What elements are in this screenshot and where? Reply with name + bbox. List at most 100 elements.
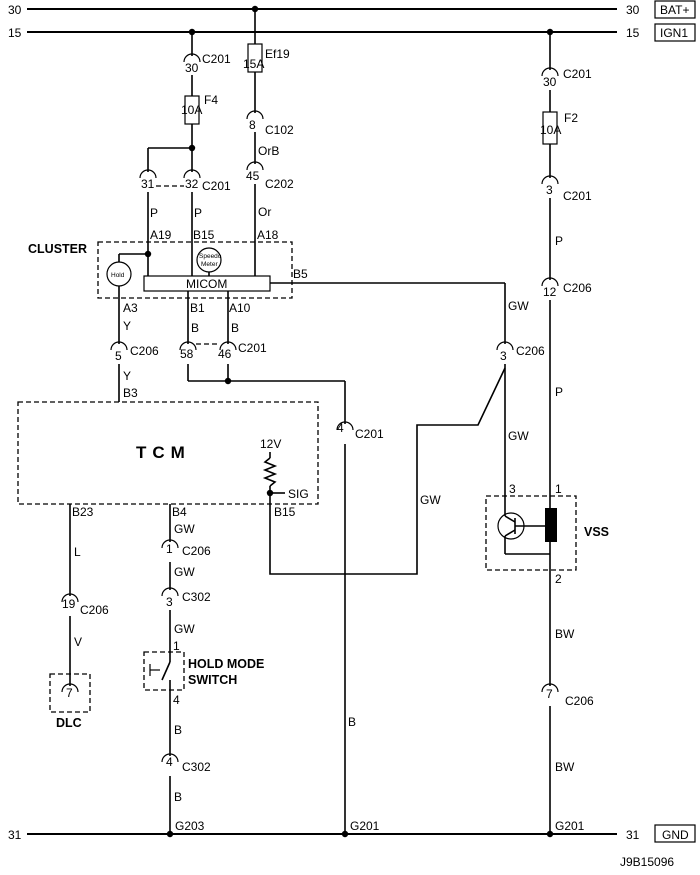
tcm-12v-label: 12V <box>260 437 281 451</box>
vss-sensor: VSS 3 1 2 <box>485 482 609 586</box>
rail-30-right-label: 30 <box>626 3 640 17</box>
wire-gw-b5: GW <box>508 299 529 313</box>
wire-gw-sig: GW <box>420 493 441 507</box>
pin-31-c201: 31 <box>141 177 155 191</box>
wire-p-right-lower: P <box>555 385 563 399</box>
fuse-f4-name: F4 <box>204 93 218 107</box>
wire-p-31: P <box>150 206 158 220</box>
cluster-b-wires: B B 58 46 C201 4 C201 B <box>179 291 384 834</box>
c206-label-bw: C206 <box>565 694 594 708</box>
ground-g203: G203 <box>175 819 205 833</box>
c201-label-cluster: C201 <box>202 179 231 193</box>
wire-y-upper: Y <box>123 319 131 333</box>
pin-4-c201: 4 <box>337 421 344 435</box>
b5-gw-wire: GW <box>270 282 529 344</box>
tcm-pin-b3: B3 <box>123 386 138 400</box>
tcm-module: TCM 12V SIG B23 B4 B15 <box>17 401 319 519</box>
wire-gw-vss: GW <box>508 429 529 443</box>
pin-45-c202: 45 <box>246 169 260 183</box>
gnd-label: GND <box>662 828 689 842</box>
hold-switch-icon <box>161 661 171 681</box>
ign1-label: IGN1 <box>660 26 688 40</box>
vss-pin-3: 3 <box>509 482 516 496</box>
wire-bw-upper: BW <box>555 627 575 641</box>
c206-label-dlc: C206 <box>80 603 109 617</box>
cluster-pin-a3: A3 <box>123 301 138 315</box>
pin-12-c206: 12 <box>543 285 557 299</box>
tcm-pin-b15: B15 <box>274 505 296 519</box>
dlc-branch: L 19 C206 V 7 DLC <box>49 504 109 730</box>
rail-31-left-label: 31 <box>8 828 22 842</box>
fuse-ef19-rating: 15A <box>243 57 264 71</box>
instrument-cluster: CLUSTER A19 B15 A18 B5 MICOM Hold Speedo… <box>28 228 308 315</box>
wire-bw-lower: BW <box>555 760 575 774</box>
c206-label-hold: C206 <box>182 544 211 558</box>
pin-58-c201: 58 <box>180 347 194 361</box>
hold-lamp-label: Hold <box>111 272 125 279</box>
pin-1-c206: 1 <box>166 542 173 556</box>
rail-30: 30 30 BAT+ <box>8 0 696 19</box>
pin-7-c206-right: 7 <box>546 687 553 701</box>
vss-coil-icon <box>545 508 557 542</box>
ef19-branch: Ef19 15A 8 C102 OrB 45 C202 Or <box>243 9 294 276</box>
f2-branch: 30 C201 F2 10A 3 C201 P 12 C206 P BW 7 C… <box>540 32 594 834</box>
pin-30-c201-right: 30 <box>543 75 557 89</box>
ground-g201-center: G201 <box>350 819 380 833</box>
figure-id: J9B15096 <box>620 855 674 869</box>
pin-3-c206: 3 <box>500 349 507 363</box>
speedo-label-2: Meter <box>201 261 218 268</box>
fuse-f2-rating: 10A <box>540 123 561 137</box>
wire-b-g203: B <box>174 790 182 804</box>
f4-branch: 30 C201 F4 10A 31 32 C201 P P <box>139 32 231 276</box>
wire-p-32: P <box>194 206 202 220</box>
speedometer-gauge <box>196 247 222 273</box>
wire-y-lower: Y <box>123 369 131 383</box>
c206-pin3-vss: 3 C206 GW <box>496 341 545 500</box>
pin-19-c206: 19 <box>62 597 76 611</box>
c201-label-right-top: C201 <box>563 67 592 81</box>
rail-15: 15 15 IGN1 <box>8 23 696 42</box>
cluster-pin-a18: A18 <box>257 228 279 242</box>
cluster-pin-a10: A10 <box>229 301 251 315</box>
c206-label-gw: C206 <box>516 344 545 358</box>
cluster-pin-b5: B5 <box>293 267 308 281</box>
c302-label-bottom: C302 <box>182 760 211 774</box>
hold-mode-switch-label-1: HOLD MODE <box>188 657 264 671</box>
speedo-label-1: Speedo <box>199 253 222 260</box>
c201-label-top: C201 <box>202 52 231 66</box>
fuse-f4-rating: 10A <box>181 103 202 117</box>
pin-30-c201: 30 <box>185 61 199 75</box>
pin-4-c302: 4 <box>166 755 173 769</box>
hold-switch-branch: GW 1 C206 GW 3 C302 GW 1 4 HOLD MODE SWI… <box>143 504 264 834</box>
c201-label-right: C201 <box>563 189 592 203</box>
wire-gw-b4: GW <box>174 522 195 536</box>
rail-30-left-label: 30 <box>8 3 22 17</box>
pin-5-c206: 5 <box>115 349 122 363</box>
cluster-title: CLUSTER <box>28 242 87 256</box>
fuse-ef19-name: Ef19 <box>265 47 290 61</box>
pin-8-c102: 8 <box>249 118 256 132</box>
tcm-sig-label: SIG <box>288 487 309 501</box>
wire-v: V <box>74 635 82 649</box>
c102-label: C102 <box>265 123 294 137</box>
fuse-f2-name: F2 <box>564 111 578 125</box>
rail-15-left-label: 15 <box>8 26 22 40</box>
cluster-pin-a19: A19 <box>150 228 172 242</box>
pin-3-c302: 3 <box>166 595 173 609</box>
wire-or: Or <box>258 205 271 219</box>
wire-b-center: B <box>348 715 356 729</box>
vss-pin-2: 2 <box>555 572 562 586</box>
vss-label: VSS <box>584 525 609 539</box>
rail-31: 31 31 GND G203 G201 G201 <box>8 819 696 843</box>
c206-label-y: C206 <box>130 344 159 358</box>
wire-p-right-upper: P <box>555 234 563 248</box>
pin-7-dlc: 7 <box>66 686 73 700</box>
wire-gw-c206: GW <box>174 565 195 579</box>
tcm-pin-b23: B23 <box>72 505 94 519</box>
hold-mode-switch-label-2: SWITCH <box>188 673 237 687</box>
cluster-pin-b1: B1 <box>190 301 205 315</box>
tcm-title: TCM <box>136 443 191 462</box>
wire-l: L <box>74 545 81 559</box>
wire-b-a10: B <box>231 321 239 335</box>
